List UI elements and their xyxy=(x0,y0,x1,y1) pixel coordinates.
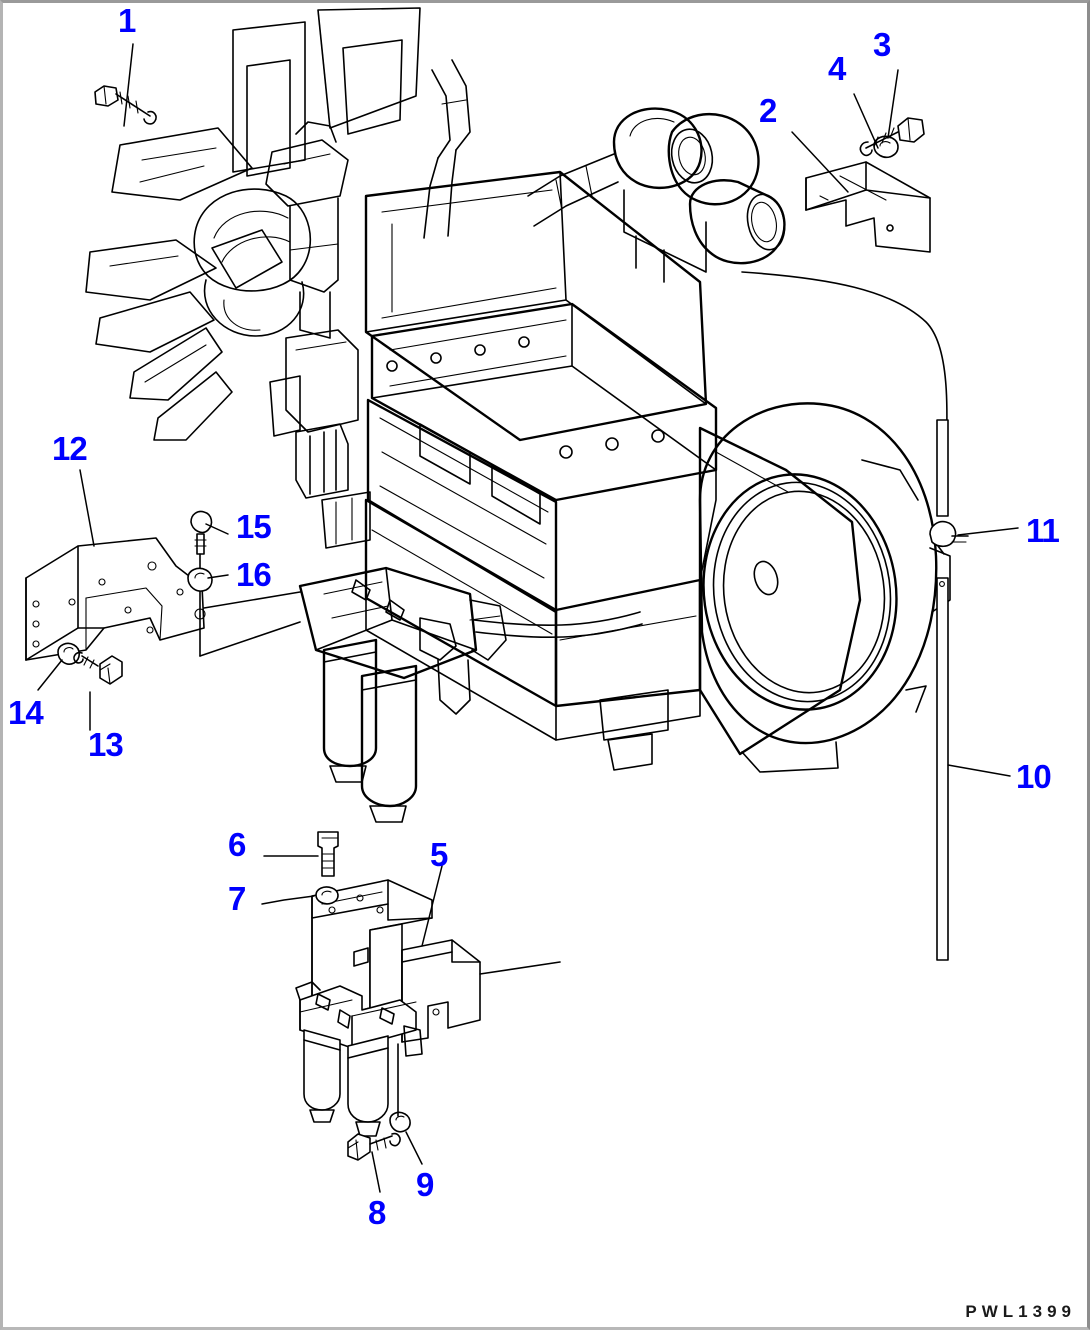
leader-4 xyxy=(853,93,879,149)
part-8-bolt xyxy=(347,1132,401,1161)
callout-9: 9 xyxy=(416,1166,434,1203)
leader-14 xyxy=(37,659,63,691)
leader-2 xyxy=(791,131,849,193)
callout-10: 10 xyxy=(1016,758,1052,795)
part-2-heat-shield xyxy=(805,161,931,253)
callout-13: 13 xyxy=(88,726,124,763)
callout-1: 1 xyxy=(118,2,136,39)
leader-11 xyxy=(957,527,1019,536)
part-6-bolt xyxy=(317,831,339,877)
callout-3: 3 xyxy=(873,26,891,63)
leader-16 xyxy=(207,574,229,579)
part-15-stud xyxy=(190,510,213,657)
part-3-bolt xyxy=(859,117,925,157)
leader-5 xyxy=(421,865,443,947)
part-12-engine-mount-bracket xyxy=(25,537,205,661)
part-13-bolt xyxy=(73,651,123,685)
part-7-washer xyxy=(315,886,339,905)
callout-12: 12 xyxy=(52,430,88,467)
callout-16: 16 xyxy=(236,556,272,593)
callout-4: 4 xyxy=(828,50,846,87)
leader-3 xyxy=(887,69,899,139)
callout-11: 11 xyxy=(1026,512,1060,549)
callout-2: 2 xyxy=(759,92,777,129)
leader-1 xyxy=(123,43,134,127)
part-10-dipstick-tube xyxy=(936,419,949,961)
drawing-number-watermark: PWL1399 xyxy=(965,1302,1076,1321)
leader-15 xyxy=(205,523,229,535)
callout-5: 5 xyxy=(430,836,448,873)
leader-10 xyxy=(947,764,1011,777)
callout-15: 15 xyxy=(236,508,272,545)
part-1-bolt xyxy=(94,85,157,125)
part-11-dipstick-cap xyxy=(929,520,969,555)
part-9-washer xyxy=(389,1111,411,1133)
callout-14: 14 xyxy=(8,694,44,731)
callout-6: 6 xyxy=(228,826,246,863)
callout-7: 7 xyxy=(228,880,246,917)
leader-7 xyxy=(261,895,315,905)
callout-8: 8 xyxy=(368,1194,386,1231)
part-16-washer xyxy=(187,567,213,592)
leader-8 xyxy=(371,1151,381,1193)
fuel-filter-head-and-cans xyxy=(295,981,423,1137)
leader-12 xyxy=(79,469,95,547)
engine-assembly xyxy=(85,7,951,823)
leader-9 xyxy=(405,1131,423,1165)
